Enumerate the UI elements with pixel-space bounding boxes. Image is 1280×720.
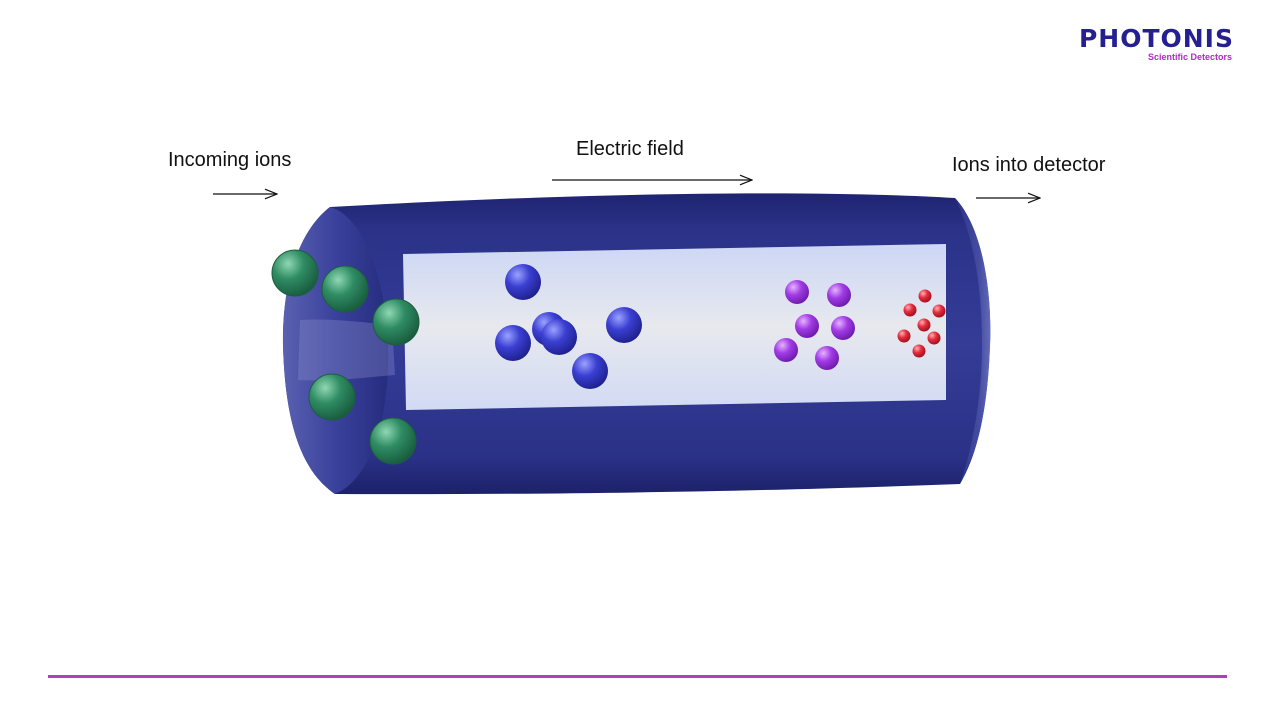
ion-tiny bbox=[918, 289, 932, 303]
ions-into-detector-label: Ions into detector bbox=[952, 154, 1106, 176]
ion-tiny bbox=[903, 303, 917, 317]
ion-tiny bbox=[912, 344, 926, 358]
incoming-ions-label: Incoming ions bbox=[168, 149, 292, 171]
ion-medium bbox=[505, 264, 541, 300]
ion-small bbox=[785, 280, 809, 304]
ion-tiny bbox=[927, 331, 941, 345]
tiny-ions-group bbox=[897, 289, 946, 358]
incoming-ions-group bbox=[271, 249, 420, 465]
medium-ions-group bbox=[495, 264, 642, 389]
ion-large bbox=[271, 249, 319, 297]
logo-brand: PHOTONIS bbox=[1078, 24, 1234, 53]
ion-medium bbox=[541, 319, 577, 355]
ion-medium bbox=[495, 325, 531, 361]
electric-field-label: Electric field bbox=[576, 138, 684, 160]
tube-window bbox=[403, 244, 946, 410]
ion-small bbox=[831, 316, 855, 340]
photonis-logo: PHOTONIS Scientific Detectors bbox=[1048, 24, 1234, 63]
footer-accent-line bbox=[48, 675, 1227, 678]
ion-tiny bbox=[897, 329, 911, 343]
ion-large bbox=[321, 265, 369, 313]
ion-small bbox=[815, 346, 839, 370]
ion-small bbox=[827, 283, 851, 307]
ion-large bbox=[369, 417, 417, 465]
ion-tiny bbox=[932, 304, 946, 318]
small-ions-group bbox=[774, 280, 855, 370]
logo-tagline: Scientific Detectors bbox=[1147, 52, 1232, 62]
ion-large bbox=[308, 373, 356, 421]
ion-medium bbox=[606, 307, 642, 343]
ion-tiny bbox=[917, 318, 931, 332]
ion-small bbox=[795, 314, 819, 338]
ion-small bbox=[774, 338, 798, 362]
ion-medium bbox=[572, 353, 608, 389]
ion-large bbox=[372, 298, 420, 346]
